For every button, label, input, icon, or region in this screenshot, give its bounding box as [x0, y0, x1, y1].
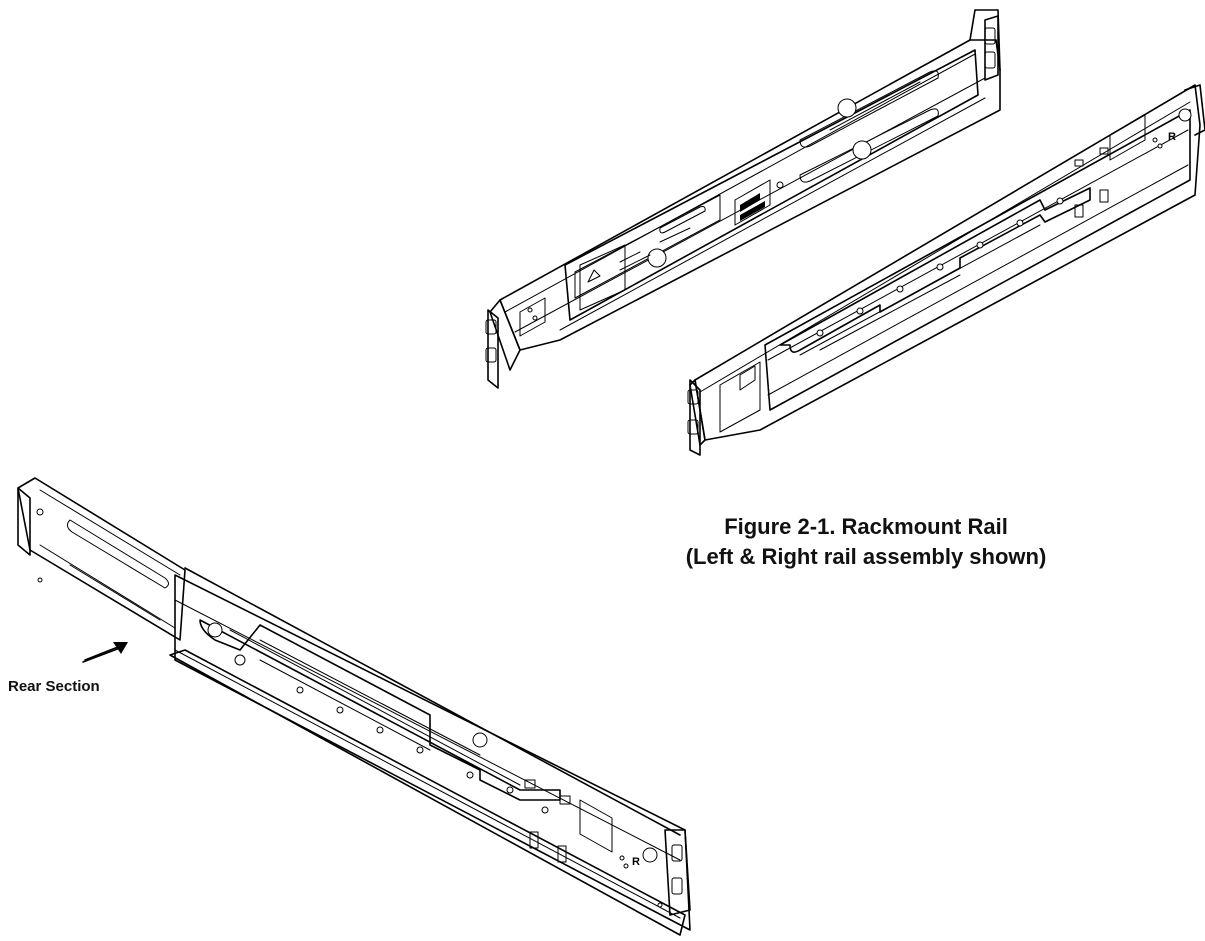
rail-screw-holes — [816, 197, 1064, 337]
large-rail-assembly: R — [17, 477, 691, 936]
large-rail-screw-holes — [207, 622, 549, 814]
left-rail-assembly — [485, 9, 1001, 389]
rear-section-label: Rear Section — [8, 678, 100, 695]
right-rail-mark: R — [1168, 131, 1176, 143]
figure-caption: Figure 2-1. Rackmount Rail (Left & Right… — [600, 512, 1132, 572]
right-rail-assembly: R — [687, 84, 1205, 456]
caption-line-2: (Left & Right rail assembly shown) — [685, 544, 1047, 569]
rear-section — [17, 477, 186, 641]
caption-line-1: Figure 2-1. Rackmount Rail — [724, 514, 1008, 539]
large-rail-mark: R — [632, 856, 640, 868]
rear-section-arrow — [82, 642, 128, 663]
